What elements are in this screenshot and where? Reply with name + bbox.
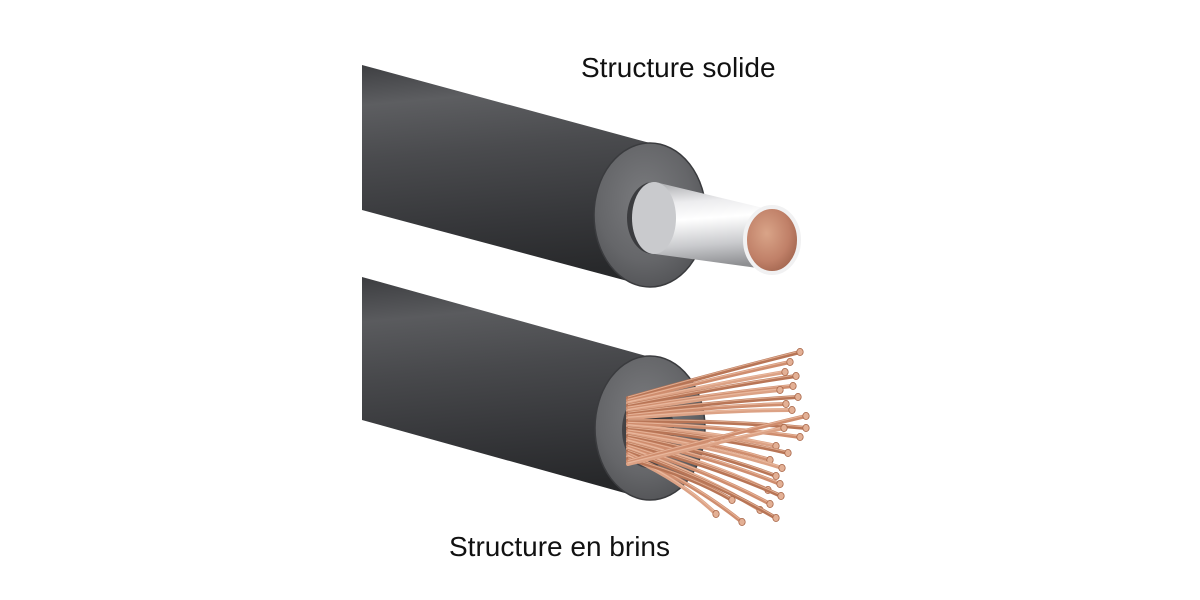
copper-strand-tip bbox=[802, 411, 810, 420]
copper-strand-highlight bbox=[627, 437, 781, 484]
copper-strand bbox=[626, 384, 795, 411]
copper-strand bbox=[626, 444, 772, 506]
copper-strand-highlight bbox=[627, 426, 785, 464]
copper-strand bbox=[626, 360, 792, 403]
copper-strand-tip bbox=[788, 405, 796, 414]
copper-strand bbox=[626, 431, 784, 470]
solid-cable-insulation bbox=[362, 65, 650, 287]
copper-strand bbox=[626, 350, 802, 400]
copper-strand-tip bbox=[778, 463, 786, 472]
copper-strand-highlight bbox=[627, 374, 797, 406]
copper-strand-tip bbox=[728, 495, 736, 504]
copper-strand-tip bbox=[738, 518, 746, 527]
copper-strand-highlight bbox=[627, 360, 791, 401]
copper-strand-tip bbox=[802, 423, 810, 432]
copper-strand-highlight bbox=[627, 395, 799, 413]
solid-conductor-end-rim bbox=[743, 205, 801, 275]
stranded-cable bbox=[362, 277, 810, 527]
copper-strand-highlight bbox=[627, 408, 793, 418]
solid-conductor-back bbox=[632, 182, 676, 254]
copper-strand-highlight bbox=[627, 350, 801, 398]
copper-strand-tip bbox=[796, 432, 804, 441]
copper-strand bbox=[626, 414, 808, 464]
stranded-cable-insulation bbox=[362, 277, 650, 500]
copper-strand bbox=[626, 423, 778, 448]
copper-strand bbox=[626, 395, 800, 416]
copper-strand bbox=[626, 434, 778, 478]
copper-strand-tip bbox=[782, 399, 790, 408]
copper-strand bbox=[626, 429, 772, 462]
copper-strand-tip bbox=[780, 423, 788, 432]
copper-strand-highlight bbox=[627, 388, 781, 411]
copper-strand-highlight bbox=[627, 421, 801, 437]
copper-strand bbox=[626, 374, 798, 408]
copper-strand-tip bbox=[781, 367, 789, 376]
copper-strand-tip bbox=[772, 471, 780, 480]
copper-strand-tip bbox=[796, 347, 804, 356]
copper-strand bbox=[626, 370, 787, 406]
copper-strand-highlight bbox=[627, 432, 783, 468]
copper-strand-highlight bbox=[627, 402, 787, 416]
copper-strand-highlight bbox=[627, 384, 794, 408]
copper-strand bbox=[626, 388, 782, 413]
copper-strand-tip bbox=[794, 392, 802, 401]
copper-strand bbox=[626, 441, 783, 498]
solid-conductor bbox=[655, 182, 772, 270]
copper-strand-tip bbox=[789, 381, 797, 390]
copper-strand bbox=[626, 421, 802, 439]
copper-strand-tip bbox=[786, 357, 794, 366]
copper-strand-highlight bbox=[627, 442, 782, 496]
copper-strand bbox=[626, 426, 786, 466]
copper-strand bbox=[626, 402, 788, 418]
copper-strand-tip bbox=[712, 509, 720, 518]
copper-strand bbox=[626, 408, 794, 421]
copper-strand bbox=[626, 436, 782, 486]
copper-strand-tip bbox=[792, 371, 800, 380]
copper-strand-highlight bbox=[627, 414, 807, 461]
copper-strands bbox=[626, 347, 810, 527]
copper-strand-tip bbox=[777, 491, 785, 500]
copper-strand-tip bbox=[772, 514, 780, 523]
solid-conductor-copper-end bbox=[745, 207, 799, 273]
copper-strand-tip bbox=[766, 499, 774, 508]
label-stranded-structure: Structure en brins bbox=[449, 531, 670, 562]
copper-strand-tip bbox=[776, 479, 784, 488]
copper-strand-highlight bbox=[627, 424, 777, 446]
label-solid-structure: Structure solide bbox=[581, 52, 776, 83]
solid-cable bbox=[362, 65, 801, 288]
copper-strand-highlight bbox=[627, 434, 777, 476]
copper-strand-highlight bbox=[627, 444, 771, 504]
copper-strand-tip bbox=[784, 448, 792, 457]
copper-strand-tip bbox=[776, 385, 784, 394]
copper-strand-highlight bbox=[627, 370, 786, 403]
